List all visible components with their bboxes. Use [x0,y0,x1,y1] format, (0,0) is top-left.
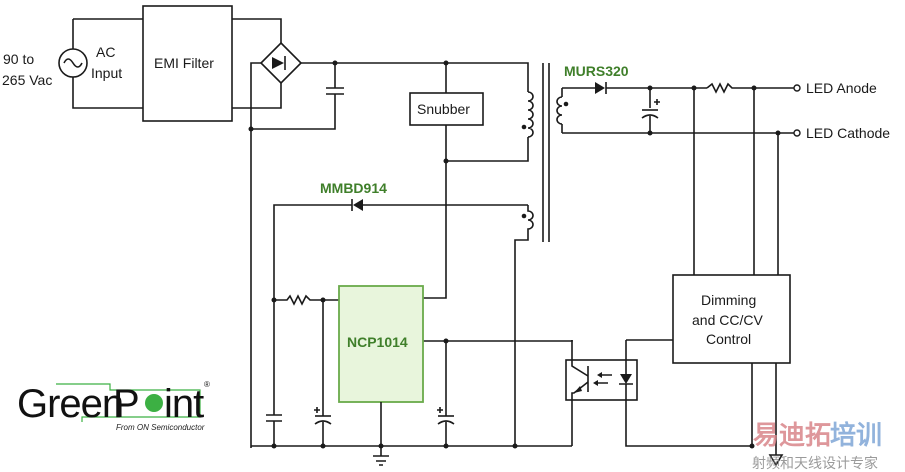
sense-resistor [706,82,794,94]
led-diode-icon [620,374,632,384]
aux-capacitor [266,414,282,422]
ncp1014-label: NCP1014 [347,334,408,350]
greenpoint-logo: Green P int ® From ON Semiconductor [17,380,210,432]
optocoupler [565,359,638,401]
led-anode-label: LED Anode [806,80,877,96]
watermark: 易迪拓 培训 射频和天线设计专家 [752,421,882,472]
secondary-ground-icon [768,454,784,467]
ac-source [58,18,143,109]
primary-winding [446,91,534,162]
vcc-resistor [274,294,339,306]
emi-filter-label: EMI Filter [154,55,214,71]
aux-diode-label: MMBD914 [320,180,387,196]
svg-text:易迪拓: 易迪拓 [753,421,831,451]
led-cathode-terminal [793,129,801,137]
aux-diode-icon [353,199,363,211]
svg-text:int: int [164,382,204,426]
diode-icon [272,57,284,69]
svg-text:Green: Green [17,382,123,426]
svg-text:射频和天线设计专家: 射频和天线设计专家 [752,455,878,472]
led-anode-terminal [793,84,801,92]
ground-icon [373,446,389,466]
dimming-control-block [672,274,791,364]
output-diode-icon [595,82,605,94]
svg-text:P: P [113,382,139,426]
bulk-capacitor [326,87,344,95]
output-diode-label: MURS320 [564,63,629,79]
ac-input-line1: AC [96,44,115,60]
logo-tagline: From ON Semiconductor [116,423,205,432]
auxiliary-winding [514,205,534,446]
input-voltage-line2: 265 Vac [2,72,52,88]
light-arrows-icon [597,374,612,384]
emi-filter-block [142,5,233,122]
led-cathode-label: LED Cathode [806,125,890,141]
dimming-label-line1: Dimming [701,292,756,308]
secondary-winding [556,88,569,133]
snubber-label: Snubber [417,101,470,117]
dimming-label-line3: Control [706,331,751,347]
svg-text:培训: 培训 [830,421,882,451]
ac-input-line2: Input [91,65,122,81]
transformer-core [542,63,550,242]
bridge-rectifier [250,41,303,448]
dimming-label-line2: and CC/CV [692,312,763,328]
ncp1014-block [338,285,424,403]
svg-text:®: ® [204,380,210,389]
input-voltage-line1: 90 to [3,51,34,67]
ac-source-icon [58,48,88,78]
